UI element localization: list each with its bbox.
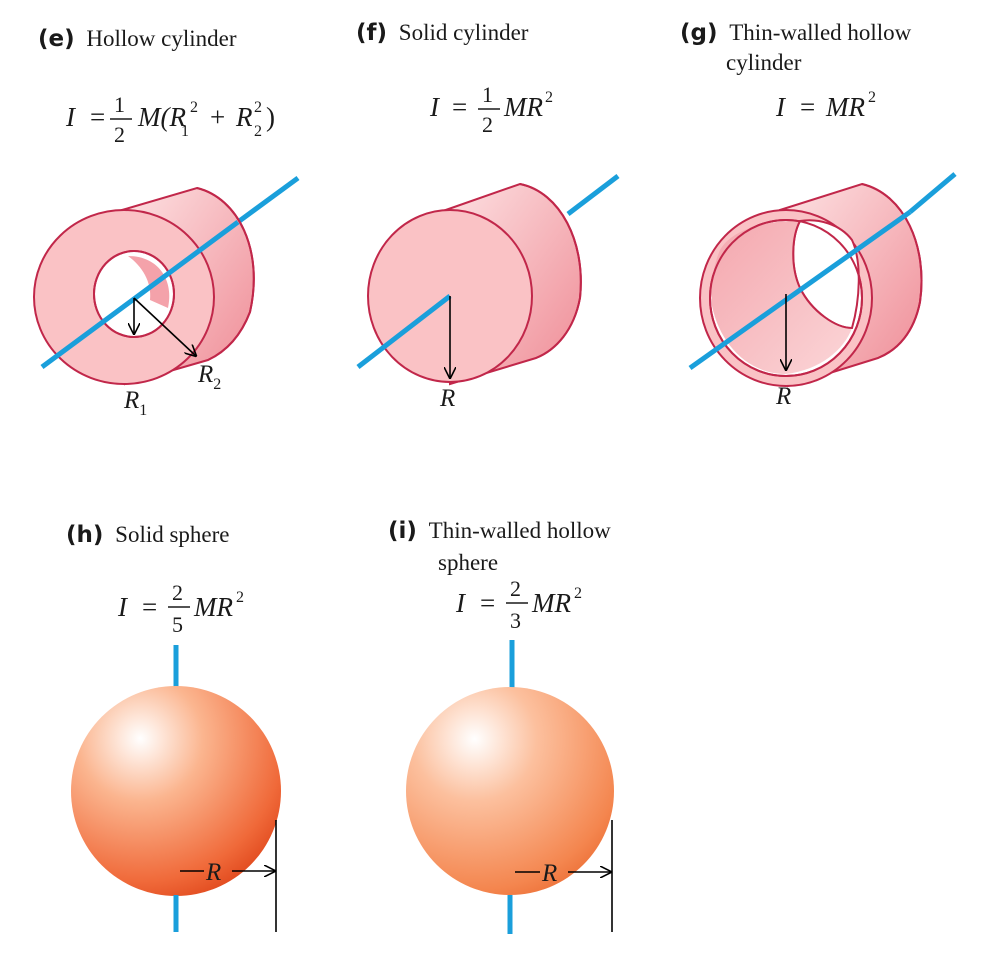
formula-equals: = xyxy=(480,588,495,618)
panel-letter: (h) xyxy=(66,522,103,548)
formula-body: M(R xyxy=(137,102,186,132)
rotation-axis-front xyxy=(40,219,240,370)
formula-numerator: 1 xyxy=(482,82,493,107)
rotation-axis-front xyxy=(688,209,912,371)
formula-pow2: 2 xyxy=(254,99,262,116)
panel-solid-sphere: (h) Solid sphere I = 2 5 MR 2 R xyxy=(66,522,281,932)
panel-title: Hollow cylinder xyxy=(86,26,236,51)
svg-text:(h) Solid sphere: (h) Solid sphere xyxy=(66,522,230,548)
formula-body: MR xyxy=(531,588,571,618)
radius-arrow-outer xyxy=(133,297,196,356)
svg-text:(i) Thin-walled hollow: (i) Thin-walled hollow xyxy=(388,518,611,544)
formula: I = MR 2 xyxy=(775,89,876,122)
svg-text:(e) Hollow cylinder: (e) Hollow cylinder xyxy=(38,26,237,52)
panel-title-line1: Thin-walled hollow xyxy=(429,518,611,543)
panel-title-line2: cylinder xyxy=(726,50,802,75)
panel-title: Solid sphere xyxy=(115,522,229,547)
panel-solid-cylinder: (f) Solid cylinder I = 1 2 MR 2 R xyxy=(356,20,620,412)
formula-equals: = xyxy=(800,92,815,122)
formula-equals: = xyxy=(90,102,105,132)
rotation-axis-back xyxy=(566,174,620,216)
label-r: R xyxy=(541,860,557,887)
formula-sub1: 1 xyxy=(181,123,189,140)
formula-power: 2 xyxy=(868,89,876,106)
formula-equals: = xyxy=(142,592,157,622)
svg-text:(f) Solid cylinder: (f) Solid cylinder xyxy=(356,20,529,46)
hollow-sphere-body xyxy=(406,687,614,895)
svg-text:(g) Thin-walled hollow: (g) Thin-walled hollow xyxy=(680,20,912,46)
formula-lhs: I xyxy=(455,588,467,618)
formula-numerator: 1 xyxy=(114,92,125,117)
formula-power: 2 xyxy=(236,589,244,606)
formula-denominator: 2 xyxy=(482,112,493,137)
formula-numerator: 2 xyxy=(172,580,183,605)
formula-body: MR xyxy=(193,592,233,622)
formula-power: 2 xyxy=(545,89,553,106)
panel-letter: (i) xyxy=(388,518,417,544)
formula-body: MR xyxy=(503,92,543,122)
panel-thin-walled-hollow-cylinder: (g) Thin-walled hollow cylinder I = MR 2… xyxy=(680,20,957,410)
formula: I = 1 2 MR 2 xyxy=(429,82,553,137)
panel-letter: (e) xyxy=(38,26,75,52)
formula: I = 1 2 M(R 1 2 + R 2 2 ) xyxy=(65,92,275,147)
formula-numerator: 2 xyxy=(510,576,521,601)
panel-thin-walled-hollow-sphere: (i) Thin-walled hollow sphere I = 2 3 MR… xyxy=(388,518,614,934)
inner-wall xyxy=(128,256,170,308)
panel-title-line1: Thin-walled hollow xyxy=(729,20,911,45)
label-r: R xyxy=(205,859,221,886)
formula-equals: = xyxy=(452,92,467,122)
panel-letter: (g) xyxy=(680,20,718,46)
panel-title: Solid cylinder xyxy=(399,20,529,45)
rotation-axis-back xyxy=(908,172,957,214)
formula: I = 2 5 MR 2 xyxy=(117,580,244,637)
formula-sub2: 2 xyxy=(254,123,262,140)
formula-plus: + xyxy=(210,102,225,132)
solid-sphere-body xyxy=(71,686,281,896)
formula-pow1: 2 xyxy=(190,99,198,116)
inner-wall xyxy=(711,220,852,374)
panel-letter: (f) xyxy=(356,20,387,46)
formula-close: ) xyxy=(266,102,275,132)
formula-lhs: I xyxy=(65,102,77,132)
formula-power: 2 xyxy=(574,585,582,602)
formula-r2: R xyxy=(235,102,253,132)
rotation-axis-back xyxy=(236,175,300,225)
label-r: R xyxy=(439,385,455,412)
formula: I = 2 3 MR 2 xyxy=(455,576,582,633)
formula-lhs: I xyxy=(775,92,787,122)
panel-hollow-cylinder: (e) Hollow cylinder I = 1 2 M(R 1 2 + R … xyxy=(33,26,300,419)
formula-denominator: 3 xyxy=(510,608,521,633)
formula-denominator: 2 xyxy=(114,122,125,147)
label-r2: R2 xyxy=(197,361,221,393)
label-r: R xyxy=(775,383,791,410)
formula-body: MR xyxy=(825,92,865,122)
panel-title-line2: sphere xyxy=(438,550,498,575)
formula-lhs: I xyxy=(429,92,441,122)
label-r1: R1 xyxy=(123,387,147,419)
rotation-axis-front xyxy=(356,294,452,369)
formula-lhs: I xyxy=(117,592,129,622)
formula-denominator: 5 xyxy=(172,612,183,637)
